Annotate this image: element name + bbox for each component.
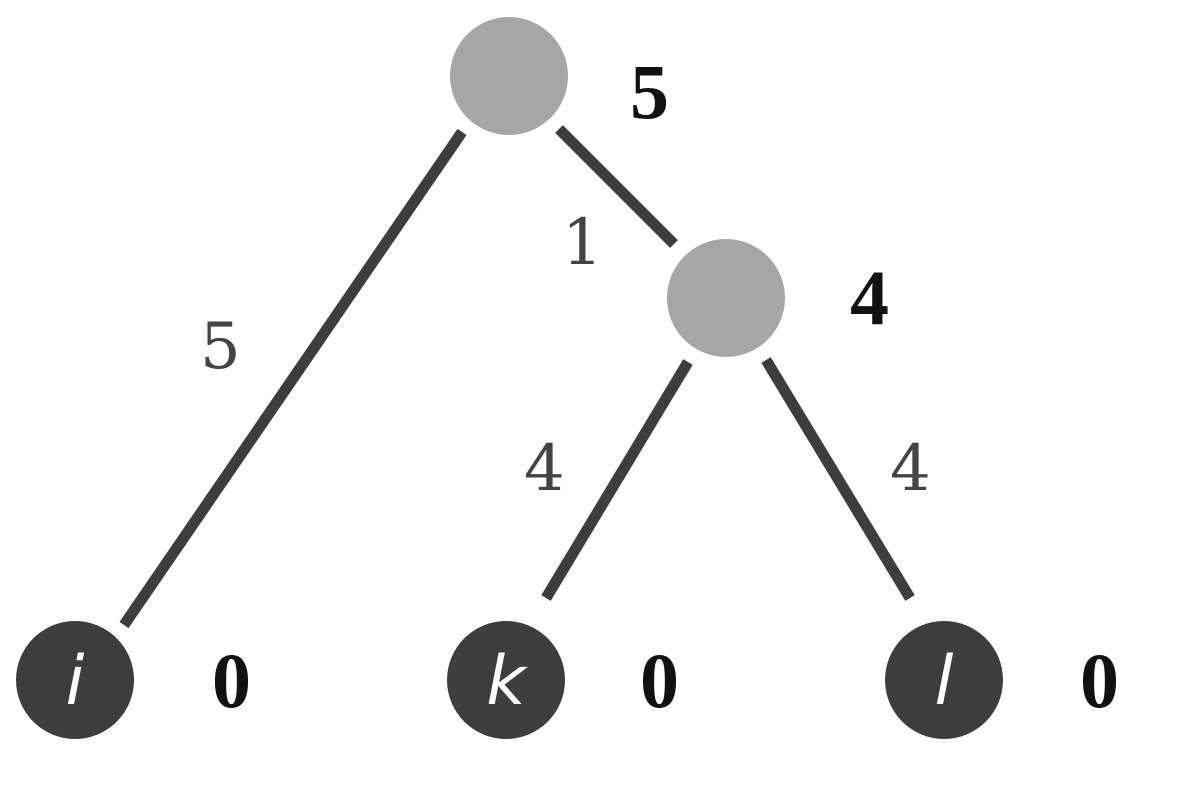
edge-label-root-internal: 1 [562, 206, 603, 280]
edge-label-root-i: 5 [200, 310, 241, 384]
edge-label-internal-k: 4 [524, 432, 565, 506]
edge-label-internal-l: 4 [890, 432, 931, 506]
leaf-label-k: k [486, 642, 528, 721]
internal-height-label: 4 [850, 254, 889, 341]
leaf-height-l: 0 [1080, 637, 1119, 724]
leaf-height-k: 0 [640, 637, 679, 724]
leaf-node-k [447, 621, 565, 739]
leaf-height-i: 0 [212, 637, 251, 724]
edge-internal-k [541, 359, 693, 601]
leaf-label-i: i [66, 642, 85, 721]
edge-internal-l [761, 357, 915, 601]
internal-node [667, 239, 785, 357]
edge-root-i [119, 128, 467, 629]
leaf-label-l: l [935, 642, 954, 721]
edge-root-internal [555, 125, 678, 248]
root-height-label: 5 [630, 48, 669, 135]
leaf-node-l [885, 621, 1003, 739]
root-node [450, 17, 568, 135]
leaf-node-i [16, 621, 134, 739]
